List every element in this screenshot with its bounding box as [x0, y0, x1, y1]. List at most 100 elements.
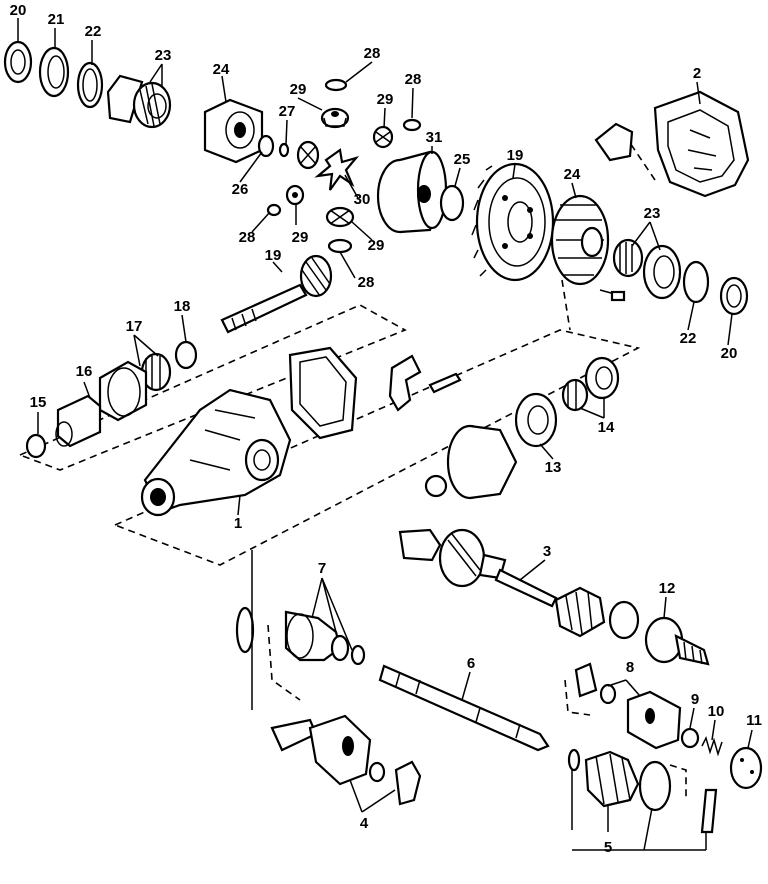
pinion-shaft-19 — [220, 254, 333, 334]
callout-8: 8 — [626, 659, 634, 676]
pinion-gear-29-left — [285, 184, 305, 206]
callout-16: 16 — [76, 363, 93, 380]
callout-17: 17 — [126, 318, 143, 335]
pinion-bearing-17 — [98, 352, 172, 422]
axle-housing-1 — [140, 388, 292, 517]
callout-10: 10 — [708, 703, 725, 720]
callout-7: 7 — [318, 560, 326, 577]
callout-28-bottom: 28 — [358, 274, 375, 291]
cv-joint-4 — [270, 714, 422, 806]
pinion-gear-29-bottom — [325, 206, 355, 228]
callout-23-left: 23 — [155, 47, 172, 64]
hub-12 — [644, 616, 710, 666]
thrust-washer-28-left — [266, 203, 282, 217]
collapsible-spacer-16 — [55, 394, 102, 448]
thrust-washer-28-right — [402, 118, 422, 132]
callout-4: 4 — [360, 815, 369, 832]
spring-10 — [701, 735, 723, 757]
cover-bolt — [428, 372, 462, 394]
bearing-housing-24-left — [203, 98, 264, 164]
carrier-leader-outline — [561, 279, 571, 331]
left-bearing-stack — [3, 40, 172, 129]
outer-boot-5 — [567, 748, 718, 834]
washer-25 — [439, 184, 465, 222]
pinion-gear-29-right — [372, 125, 394, 149]
callout-2: 2 — [693, 65, 701, 82]
outer-clamp-outline — [669, 764, 687, 800]
plate-11 — [729, 746, 763, 790]
bearing-housing-24-right — [550, 194, 626, 302]
callout-12: 12 — [659, 580, 676, 597]
callout-22-right: 22 — [680, 330, 697, 347]
side-gear-left — [296, 140, 320, 170]
bearing-cup-20 — [3, 40, 33, 84]
output-flange-13 — [424, 392, 558, 500]
callout-28-left: 28 — [239, 229, 256, 246]
thrust-washer-28-top — [324, 78, 348, 92]
callout-30: 30 — [354, 191, 371, 208]
callout-28-right: 28 — [405, 71, 422, 88]
callout-19-ring-gear: 19 — [507, 147, 524, 164]
callout-28-top: 28 — [364, 45, 381, 62]
pinion-group-outline — [17, 304, 407, 471]
callout-21: 21 — [48, 11, 65, 28]
callout-6: 6 — [467, 655, 475, 672]
callout-29-right: 29 — [377, 91, 394, 108]
differential-internals — [203, 78, 465, 254]
nut-9 — [680, 727, 700, 749]
callout-29-left: 29 — [292, 229, 309, 246]
callout-20-right: 20 — [721, 345, 738, 362]
callout-15: 15 — [30, 394, 47, 411]
ring-gear-19 — [471, 162, 555, 282]
thrust-washer-28-bottom — [327, 238, 353, 254]
washer-26 — [257, 134, 275, 158]
callout-13: 13 — [545, 459, 562, 476]
cross-shaft-30 — [314, 148, 360, 191]
pin-27 — [278, 142, 290, 158]
shim-22-right — [682, 260, 710, 304]
shim-22 — [76, 61, 104, 109]
callout-18: 18 — [174, 298, 191, 315]
bearing-cup-20-right — [719, 276, 749, 316]
callout-22-left: 22 — [85, 23, 102, 40]
cover-gasket — [288, 346, 358, 440]
bearing-cone-23-right — [612, 238, 682, 300]
halfshaft-3 — [398, 528, 640, 640]
bearing-race-23 — [106, 74, 172, 129]
clamp-bracket — [388, 354, 422, 412]
callout-23-right: 23 — [644, 205, 661, 222]
callout-31: 31 — [426, 129, 443, 146]
callout-26: 26 — [232, 181, 249, 198]
tripod-8 — [574, 662, 682, 750]
callout-24-left: 24 — [213, 61, 230, 78]
callout-20-top-left: 20 — [10, 2, 27, 19]
carrier-group-outline — [112, 329, 641, 566]
callout-numbers: 20 21 22 23 24 28 29 27 29 28 31 25 26 3… — [10, 2, 762, 856]
inner-boot-outline — [267, 624, 301, 701]
right-bearing-stack — [612, 238, 749, 316]
callout-9: 9 — [691, 691, 699, 708]
callout-11: 11 — [746, 712, 762, 729]
callout-29-top: 29 — [290, 81, 307, 98]
carrier-cover-2 — [594, 90, 750, 198]
callout-3: 3 — [543, 543, 551, 560]
callout-29-bottom: 29 — [368, 237, 385, 254]
callout-5: 5 — [604, 839, 612, 856]
callout-24-right: 24 — [564, 166, 581, 183]
callout-19-pinion: 19 — [265, 247, 282, 264]
callout-14: 14 — [598, 419, 615, 436]
leader-lines — [17, 18, 753, 851]
pinion-gear-29-top — [320, 107, 350, 129]
axle-shaft-6 — [378, 664, 550, 752]
seal-21 — [38, 46, 70, 98]
output-bearing-14 — [561, 356, 620, 412]
seal-18 — [174, 340, 198, 370]
callout-27: 27 — [279, 103, 296, 120]
inner-boot-7 — [235, 606, 366, 666]
callout-1: 1 — [234, 515, 242, 532]
differential-case-31 — [376, 150, 448, 234]
washer-15 — [25, 433, 47, 459]
callout-25: 25 — [454, 151, 471, 168]
